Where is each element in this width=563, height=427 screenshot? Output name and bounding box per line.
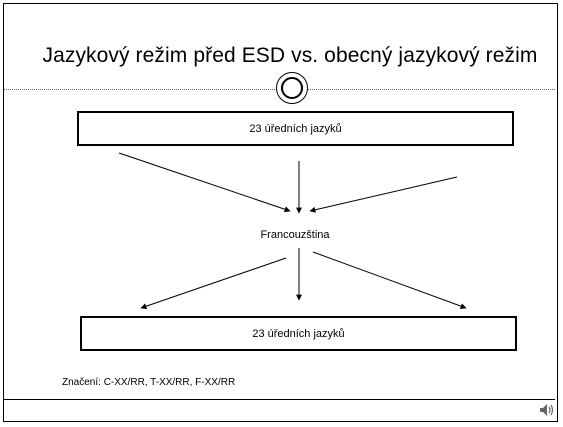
slide-frame (3, 3, 558, 422)
top-languages-box: 23 úředních jazyků (77, 111, 514, 146)
notation-note: Značení: C-XX/RR, T-XX/RR, F-XX/RR (62, 377, 236, 388)
center-language-label: Francouzština (260, 229, 330, 241)
arrow-right-out (312, 251, 467, 309)
slide-title: Jazykový režim před ESD vs. obecný jazyk… (42, 44, 538, 67)
bottom-languages-box: 23 úředních jazyků (80, 316, 517, 351)
speaker-icon[interactable] (539, 403, 555, 420)
footer-divider (4, 399, 555, 400)
arrow-right-in (309, 176, 458, 213)
bottom-languages-label: 23 úředních jazyků (252, 327, 345, 340)
arrow-left-in (118, 152, 291, 213)
inner-circle-icon (281, 77, 303, 99)
top-languages-label: 23 úředních jazyků (249, 122, 342, 135)
arrow-left-out (140, 257, 287, 310)
